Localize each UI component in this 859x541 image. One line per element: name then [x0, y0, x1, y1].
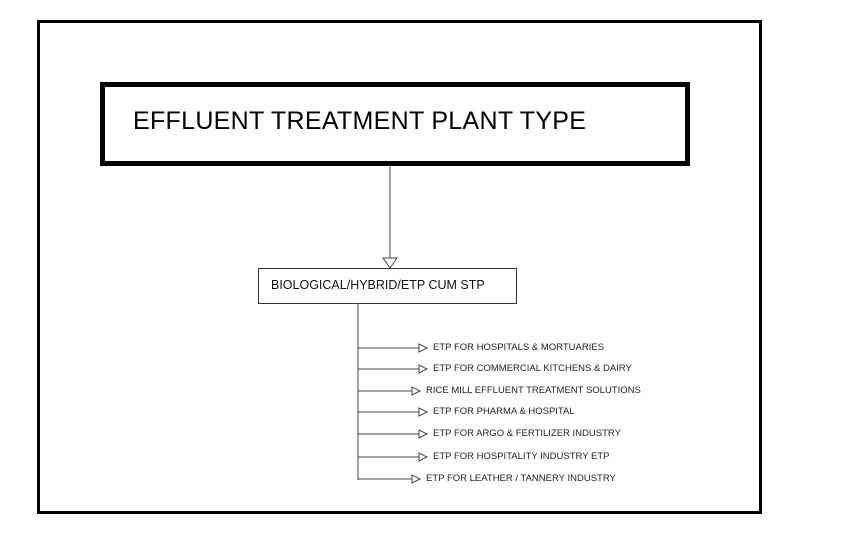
diagram-frame	[37, 20, 762, 514]
etp-type-item: RICE MILL EFFLUENT TREATMENT SOLUTIONS	[426, 385, 641, 396]
category-box: BIOLOGICAL/HYBRID/ETP CUM STP	[258, 268, 517, 304]
title-box: EFFLUENT TREATMENT PLANT TYPE	[100, 82, 690, 166]
etp-type-item: ETP FOR COMMERCIAL KITCHENS & DAIRY	[433, 363, 632, 374]
arrowhead-icon	[382, 257, 398, 269]
etp-type-item: ETP FOR PHARMA & HOSPITAL	[433, 406, 575, 417]
arrowhead-icon	[418, 364, 429, 374]
arrowhead-icon	[418, 407, 429, 417]
arrowhead-icon	[418, 429, 429, 439]
arrowhead-icon	[411, 386, 422, 396]
arrowhead-icon	[411, 474, 422, 484]
etp-type-item: ETP FOR ARGO & FERTILIZER INDUSTRY	[433, 428, 621, 439]
etp-type-item: ETP FOR LEATHER / TANNERY INDUSTRY	[426, 473, 616, 484]
arrowhead-icon	[418, 452, 429, 462]
etp-type-item: ETP FOR HOSPITALS & MORTUARIES	[433, 342, 605, 353]
etp-type-item: ETP FOR HOSPITALITY INDUSTRY ETP	[433, 451, 610, 462]
arrowhead-icon	[418, 343, 429, 353]
diagram-title: EFFLUENT TREATMENT PLANT TYPE	[133, 107, 587, 135]
category-label: BIOLOGICAL/HYBRID/ETP CUM STP	[271, 278, 485, 292]
